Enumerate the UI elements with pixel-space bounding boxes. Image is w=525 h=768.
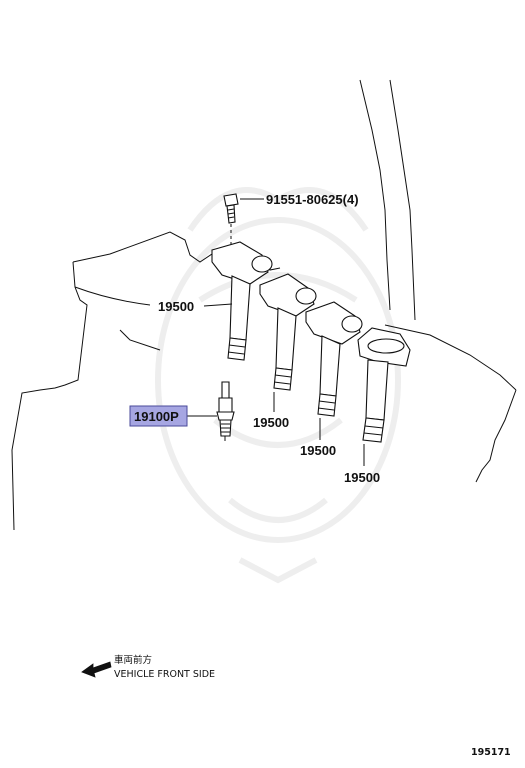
watermark-emblem [155, 187, 401, 584]
ignition-coil-4-icon[interactable] [357, 327, 411, 443]
cylinder-head-outline [11, 79, 517, 531]
vehicle-front-indicator: 車両前方 VEHICLE FRONT SIDE [81, 654, 215, 680]
callout-coil-1[interactable]: 19500 [158, 299, 194, 314]
callout-coil-3[interactable]: 19500 [300, 443, 336, 458]
callout-coil-4[interactable]: 19500 [344, 470, 380, 485]
figure-number: 195171 [471, 747, 511, 758]
bolt-icon[interactable] [223, 193, 239, 250]
ignition-coil-3-icon[interactable] [305, 301, 363, 417]
vehicle-front-label-jp: 車両前方 [114, 654, 152, 666]
callout-spark-plug[interactable]: 19100P [134, 409, 179, 424]
highlight-box [129, 405, 188, 427]
callout-bolt[interactable]: 91551-80625(4) [266, 192, 359, 207]
arrow-left-icon [81, 661, 112, 678]
ignition-coil-2-icon[interactable] [259, 273, 317, 391]
callout-spark-plug-highlight[interactable]: 19100P [129, 405, 188, 427]
vehicle-front-label-en: VEHICLE FRONT SIDE [114, 669, 215, 680]
coil-1-leader-line [203, 303, 233, 307]
ignition-coil-1-icon[interactable] [211, 241, 273, 361]
spark-plug-icon[interactable] [216, 381, 235, 441]
callout-coil-2[interactable]: 19500 [253, 415, 289, 430]
